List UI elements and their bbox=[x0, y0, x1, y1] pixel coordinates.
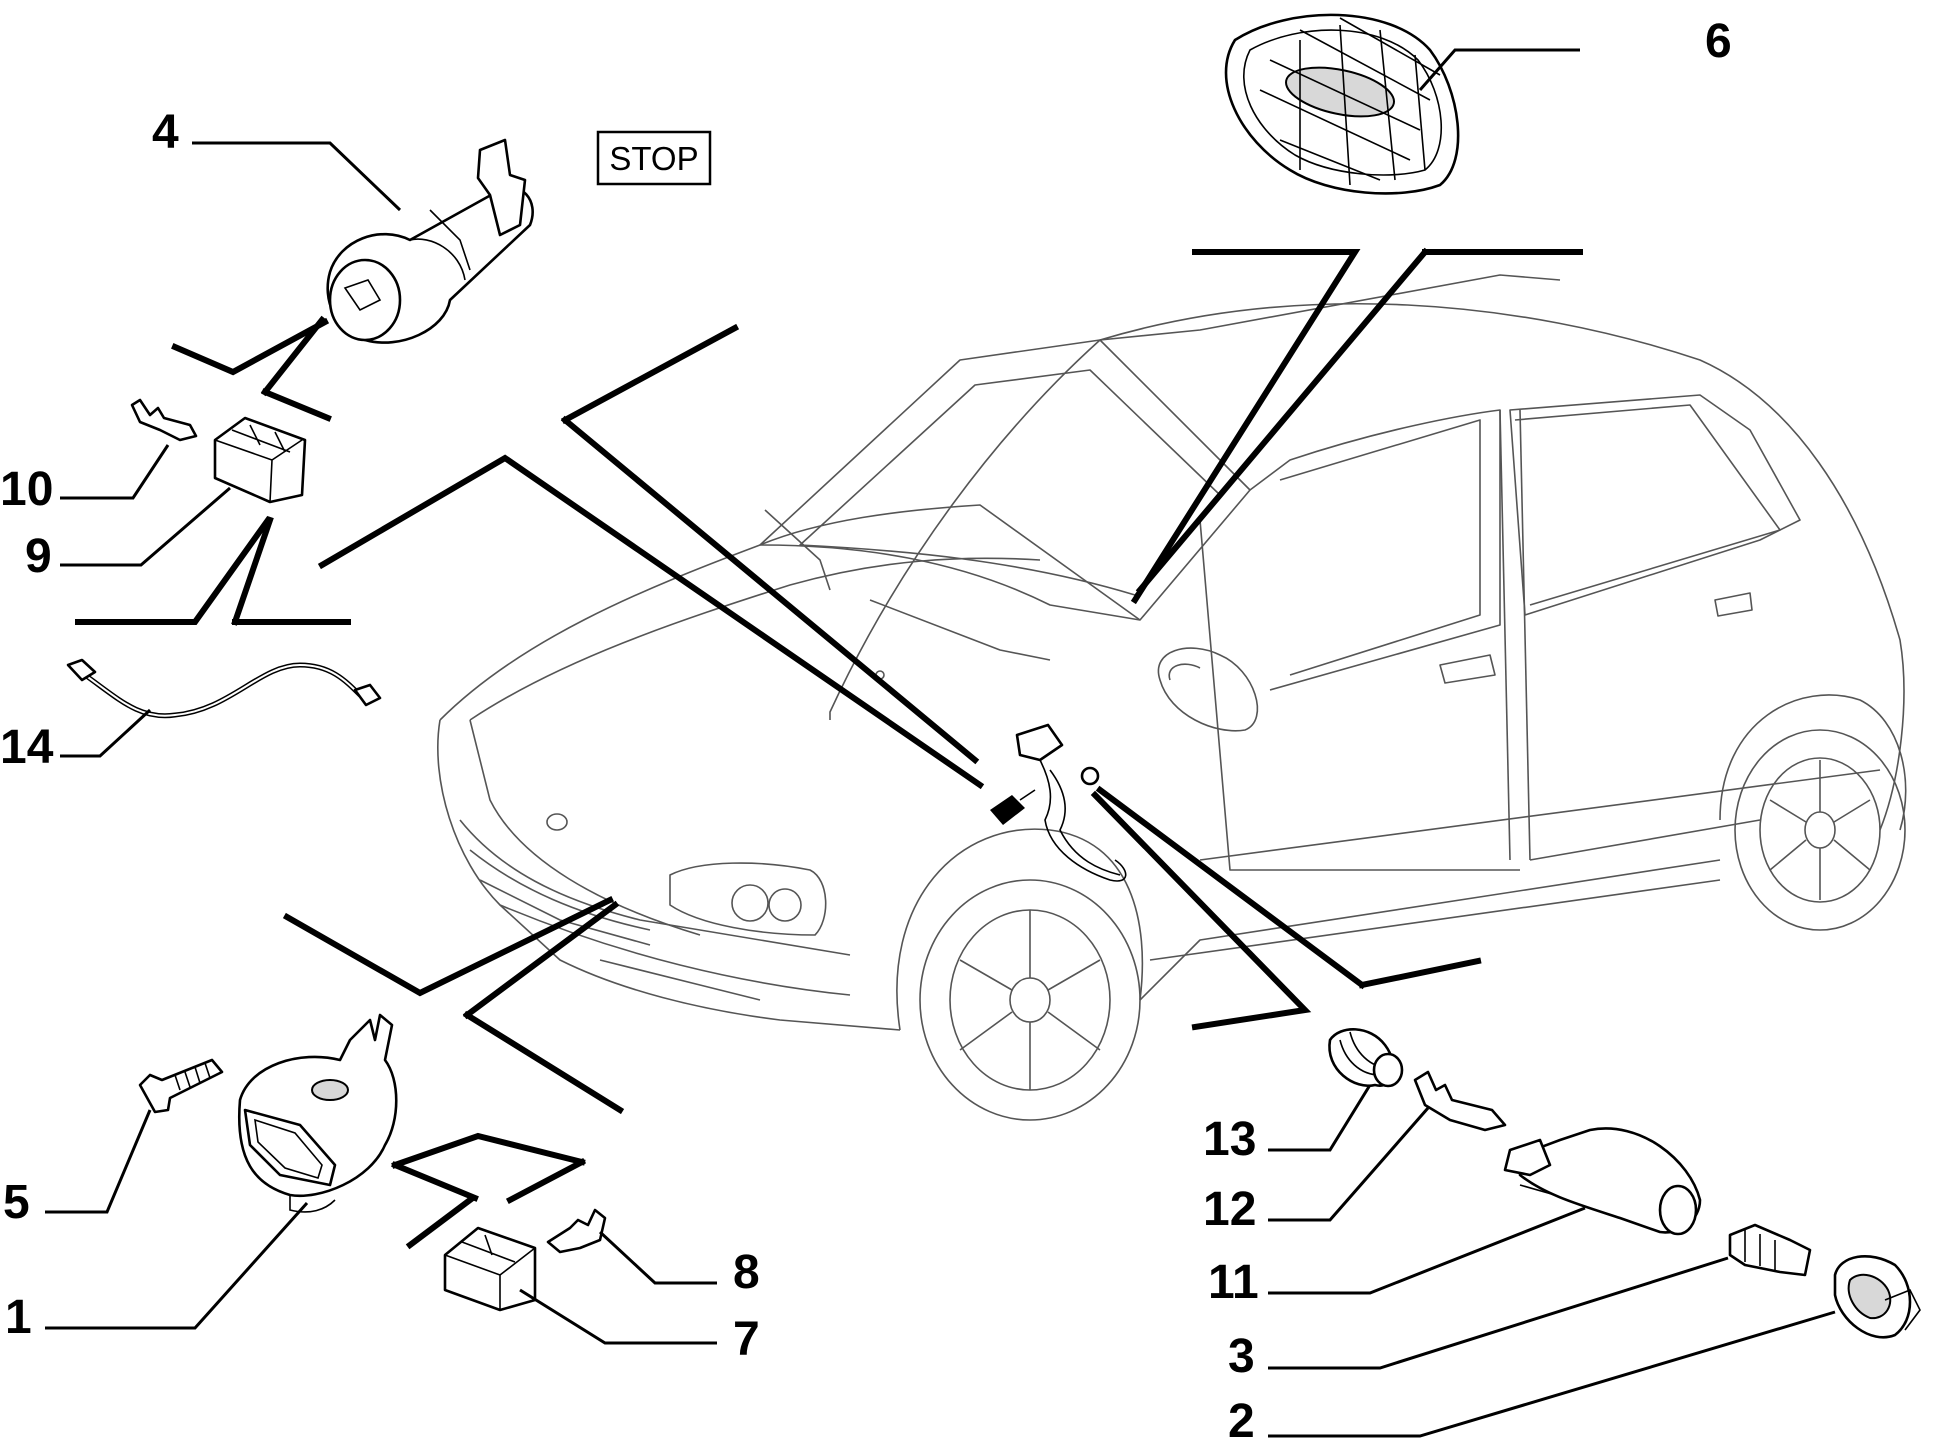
part-3-sensor bbox=[1728, 1223, 1812, 1277]
part-6-grille bbox=[1224, 13, 1460, 195]
callout-3: 3 bbox=[1228, 1330, 1255, 1383]
callout-5: 5 bbox=[3, 1176, 30, 1229]
part-11-pressure-switch bbox=[1503, 1127, 1702, 1236]
part-2-cap bbox=[1833, 1255, 1921, 1339]
callout-14: 14 bbox=[0, 721, 54, 774]
callout-4: 4 bbox=[152, 106, 179, 159]
stop-badge: STOP bbox=[596, 130, 712, 186]
callout-6: 6 bbox=[1705, 15, 1732, 68]
part-4-switch bbox=[326, 138, 534, 344]
part-8-terminal bbox=[546, 1208, 607, 1254]
callout-2: 2 bbox=[1228, 1395, 1255, 1439]
callout-8: 8 bbox=[733, 1246, 760, 1299]
part-10-terminal bbox=[130, 398, 198, 442]
leader-lines bbox=[45, 48, 1836, 1438]
bracket-lines bbox=[75, 247, 1583, 1250]
part-1-horn bbox=[237, 1013, 398, 1213]
callout-13: 13 bbox=[1203, 1113, 1256, 1166]
part-12-terminal bbox=[1413, 1070, 1507, 1132]
part-14-wiring bbox=[66, 658, 382, 719]
fender-harness bbox=[990, 723, 1127, 882]
callout-12: 12 bbox=[1203, 1183, 1256, 1236]
callout-1: 1 bbox=[5, 1291, 32, 1344]
part-9-connector bbox=[213, 416, 307, 504]
callout-labels: 4 6 10 9 14 5 1 8 7 13 12 11 3 2 bbox=[0, 15, 1732, 1439]
part-5-bolt bbox=[138, 1058, 224, 1114]
callout-9: 9 bbox=[25, 530, 52, 583]
part-13-grommet bbox=[1328, 1028, 1404, 1088]
callout-11: 11 bbox=[1208, 1256, 1259, 1309]
part-7-connector bbox=[443, 1226, 537, 1312]
callout-7: 7 bbox=[733, 1313, 760, 1366]
car-outline bbox=[437, 274, 1907, 1121]
stop-label: STOP bbox=[609, 140, 698, 177]
callout-10: 10 bbox=[0, 463, 53, 516]
